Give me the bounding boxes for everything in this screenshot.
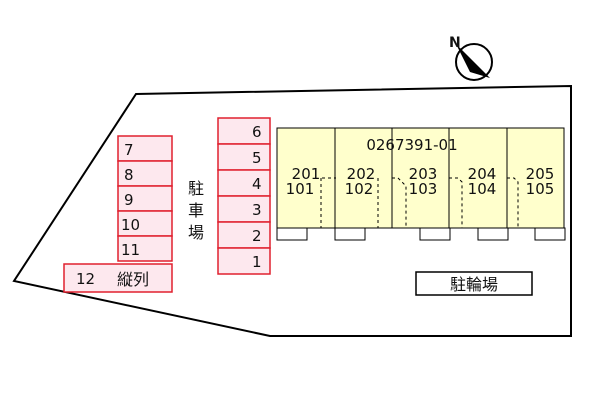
- building-code: 0267391-01: [366, 136, 457, 154]
- parking-space-5: [217, 143, 271, 171]
- unit-1-block: [276, 127, 336, 229]
- parking-space-5-number: 5: [252, 149, 262, 167]
- bicycle-parking-label: 駐輪場: [450, 275, 498, 294]
- parking-space-10: [117, 210, 173, 237]
- unit-104: 104: [468, 180, 497, 198]
- parking-space-1: [217, 247, 271, 275]
- parking-space-8-number: 8: [124, 166, 134, 184]
- parking-label-char-3: 場: [188, 223, 204, 242]
- unit-205: 205: [526, 165, 555, 183]
- parking-space-7-number: 7: [124, 141, 134, 159]
- parking-space-10-number: 10: [121, 216, 140, 234]
- parking-space-12-box: [63, 263, 173, 293]
- unit-5-block: [506, 127, 565, 229]
- unit-partitions: [320, 177, 519, 228]
- parking-space-11: [117, 235, 173, 262]
- parking-space-9: [117, 185, 173, 212]
- unit-105: 105: [526, 180, 555, 198]
- balcony-3: [419, 227, 451, 241]
- unit-203: 203: [409, 165, 438, 183]
- parking-label-char-1: 駐: [188, 179, 204, 198]
- partition-3: [392, 177, 407, 228]
- balcony-1: [276, 227, 308, 241]
- parking-space-2: [217, 221, 271, 249]
- balcony-2: [334, 227, 366, 241]
- parking-space-8: [117, 160, 173, 187]
- parking-space-7: [117, 135, 173, 162]
- parking-space-11-number: 11: [121, 241, 140, 259]
- parking-label-char-2: 車: [188, 201, 204, 220]
- balcony-4: [477, 227, 509, 241]
- parking-space-12-number: 12: [76, 270, 95, 288]
- compass-arrow-icon: [456, 44, 490, 78]
- parking-space-4-number: 4: [252, 175, 262, 193]
- parking-space-6-number: 6: [252, 123, 262, 141]
- parking-space-12-note: 縦列: [117, 270, 149, 289]
- bicycle-parking: 駐輪場: [415, 271, 533, 296]
- building: 0267391-01 201 101 202 102 203 103 204 1…: [276, 127, 566, 241]
- bicycle-parking-box: [415, 271, 533, 296]
- unit-204: 204: [468, 165, 497, 183]
- unit-2-block: [334, 127, 393, 229]
- north-compass: N: [449, 35, 493, 81]
- north-label: N: [449, 35, 461, 51]
- unit-202: 202: [347, 165, 376, 183]
- parking-space-2-number: 2: [252, 227, 262, 245]
- unit-103: 103: [409, 180, 438, 198]
- parking-space-6: [217, 117, 271, 145]
- parking-left-column: 7 8 9 10 11: [117, 135, 173, 262]
- unit-201: 201: [292, 165, 321, 183]
- parking-space-12: 12 縦列: [63, 263, 173, 293]
- unit-102: 102: [345, 180, 374, 198]
- parking-space-3-number: 3: [252, 201, 262, 219]
- parking-space-9-number: 9: [124, 191, 134, 209]
- unit-4-block: [448, 127, 508, 229]
- parking-space-3: [217, 195, 271, 223]
- partition-4: [449, 177, 463, 228]
- parking-right-column: 6 5 4 3 2 1: [217, 117, 271, 275]
- parking-space-1-number: 1: [252, 253, 262, 271]
- parking-space-4: [217, 169, 271, 197]
- balcony-5: [534, 227, 566, 241]
- unit-101: 101: [286, 180, 315, 198]
